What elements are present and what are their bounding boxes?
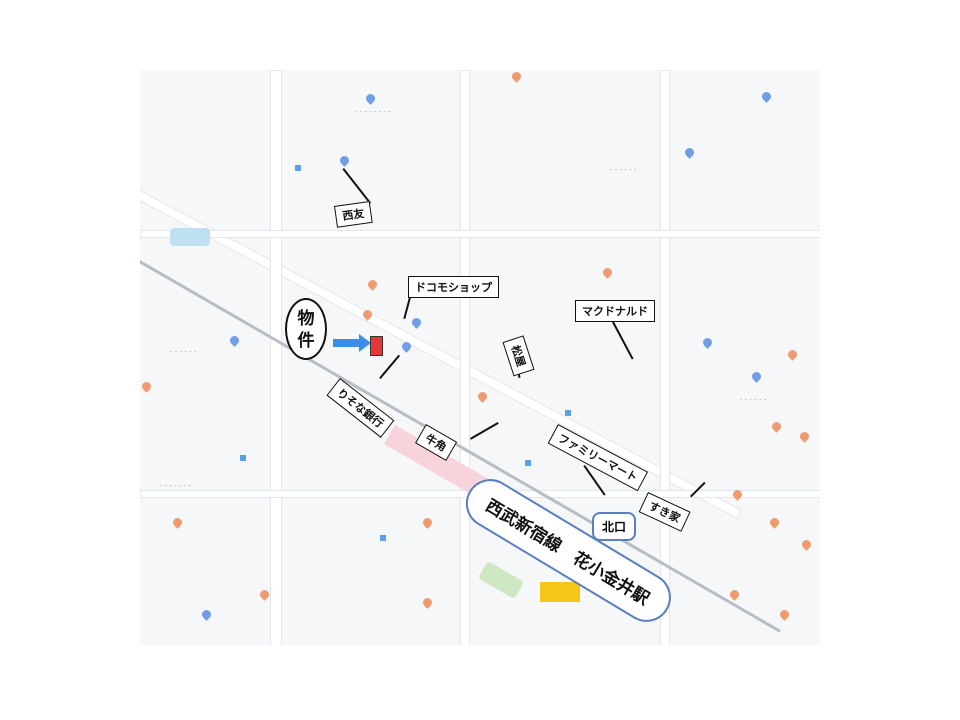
map-pin-icon [601,266,614,279]
landmark-label-docomo: ドコモショップ [408,276,499,298]
map-pin-icon [800,538,813,551]
street-text: - - - - - - [740,396,767,404]
map-pin-icon [683,146,696,159]
poi-marker [565,410,571,416]
property-marker[interactable] [370,336,383,356]
map-pin-icon [171,516,184,529]
road [140,230,820,238]
map-pin-icon [760,90,773,103]
map-pin-icon [770,420,783,433]
poi-marker [380,535,386,541]
map-pin-icon [338,154,351,167]
road [270,70,282,645]
map-pin-icon [750,370,763,383]
map-canvas[interactable]: - - - - - - - - - - - - - - - - - - - - … [140,70,820,645]
map-pin-icon [778,608,791,621]
map-pin-icon [786,348,799,361]
map-pin-icon [421,516,434,529]
poi-marker [295,165,301,171]
bus-stop-marker [540,582,580,602]
map-pin-icon [421,596,434,609]
map-pin-icon [366,278,379,291]
poi-marker [240,455,246,461]
map-pin-icon [701,336,714,349]
map-pin-icon [728,588,741,601]
street-text: - - - - - - [170,348,197,356]
map-pin-icon [510,70,523,83]
property-label-line2: 件 [297,331,315,351]
map-pin-icon [228,334,241,347]
map-pin-icon [768,516,781,529]
map-pin-icon [258,588,271,601]
map-pin-icon [798,430,811,443]
map-pin-icon [200,608,213,621]
map-pin-icon [364,92,377,105]
road [460,70,470,645]
property-label-line1: 物 [297,309,315,329]
property-label: 物 件 [285,298,327,360]
road [660,70,670,645]
poi-marker [525,460,531,466]
park-area [477,560,525,600]
arrow-right-icon [333,334,371,352]
water-area [170,228,210,246]
map-pin-icon [476,390,489,403]
map-pin-icon [140,380,153,393]
street-text: - - - - - - - [160,482,192,490]
street-text: - - - - - - - - [355,108,391,116]
street-text: - - - - - - [610,166,637,174]
landmark-label-mcdonalds: マクドナルド [575,300,655,322]
map-pin-icon [410,316,423,329]
station-exit-label: 北口 [592,512,637,541]
